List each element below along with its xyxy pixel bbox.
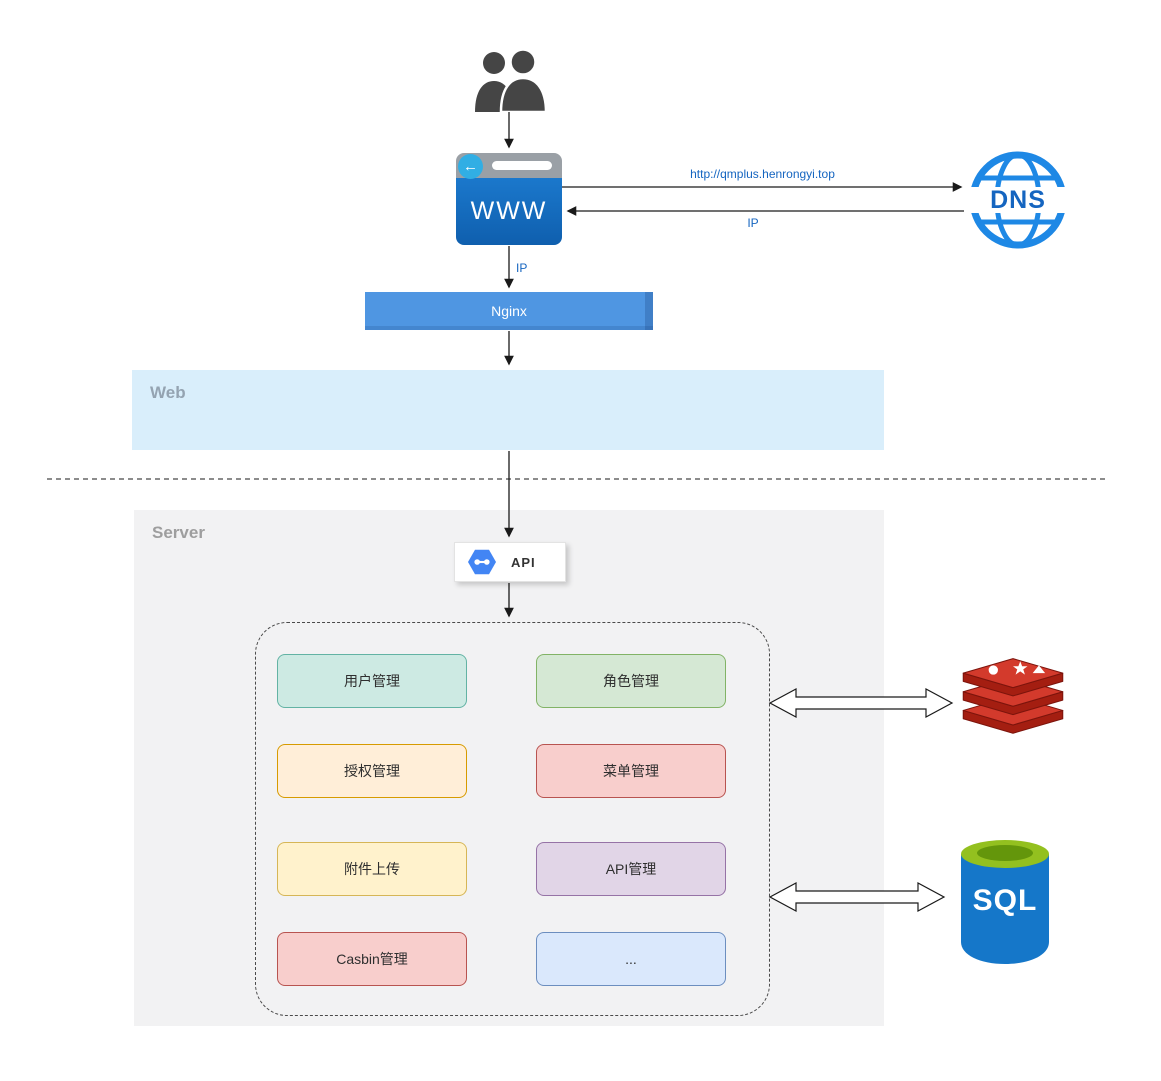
dns-request-label: http://qmplus.henrongyi.top — [690, 167, 835, 181]
nginx-node: Nginx — [365, 292, 653, 330]
browser-page: WWW — [456, 178, 562, 245]
module-box-casbin-management: Casbin管理 — [277, 932, 467, 986]
dns-label: DNS — [990, 185, 1046, 214]
api-hexagon-icon — [468, 549, 496, 575]
module-label: ... — [625, 951, 637, 967]
redis-database-icon — [962, 658, 1064, 734]
dns-globe-icon — [968, 151, 1068, 249]
browser-address-bar — [492, 161, 552, 170]
api-node: API — [454, 542, 566, 582]
users-icon — [475, 50, 548, 112]
browser-nginx-ip-label: IP — [516, 261, 528, 275]
sql-label: SQL — [972, 884, 1038, 917]
browser-window-icon: WWW ← — [456, 153, 562, 245]
api-label: API — [511, 554, 536, 570]
browser-www-label: WWW — [470, 197, 548, 225]
web-band-label: Web — [150, 383, 186, 402]
module-box-user-management: 用户管理 — [277, 654, 467, 708]
dns-response-ip-label: IP — [747, 216, 759, 230]
module-label: 用户管理 — [344, 673, 400, 689]
server-band-label: Server — [152, 523, 205, 542]
module-label: API管理 — [605, 861, 657, 877]
web-band: Web — [132, 370, 884, 450]
module-box-api-management: API管理 — [536, 842, 726, 896]
module-box-more: ... — [536, 932, 726, 986]
nginx-label: Nginx — [491, 303, 527, 319]
sql-database-icon — [961, 840, 1049, 964]
module-label: 角色管理 — [603, 673, 659, 689]
module-label: 附件上传 — [344, 861, 400, 877]
modules-container — [255, 622, 770, 1016]
module-label: 授权管理 — [344, 763, 400, 779]
module-label: Casbin管理 — [336, 951, 408, 967]
dns-node: DNS — [968, 150, 1068, 250]
module-box-attachment-upload: 附件上传 — [277, 842, 467, 896]
module-box-role-management: 角色管理 — [536, 654, 726, 708]
module-box-menu-management: 菜单管理 — [536, 744, 726, 798]
back-arrow-icon: ← — [458, 154, 483, 179]
module-label: 菜单管理 — [603, 763, 659, 779]
module-box-auth-management: 授权管理 — [277, 744, 467, 798]
